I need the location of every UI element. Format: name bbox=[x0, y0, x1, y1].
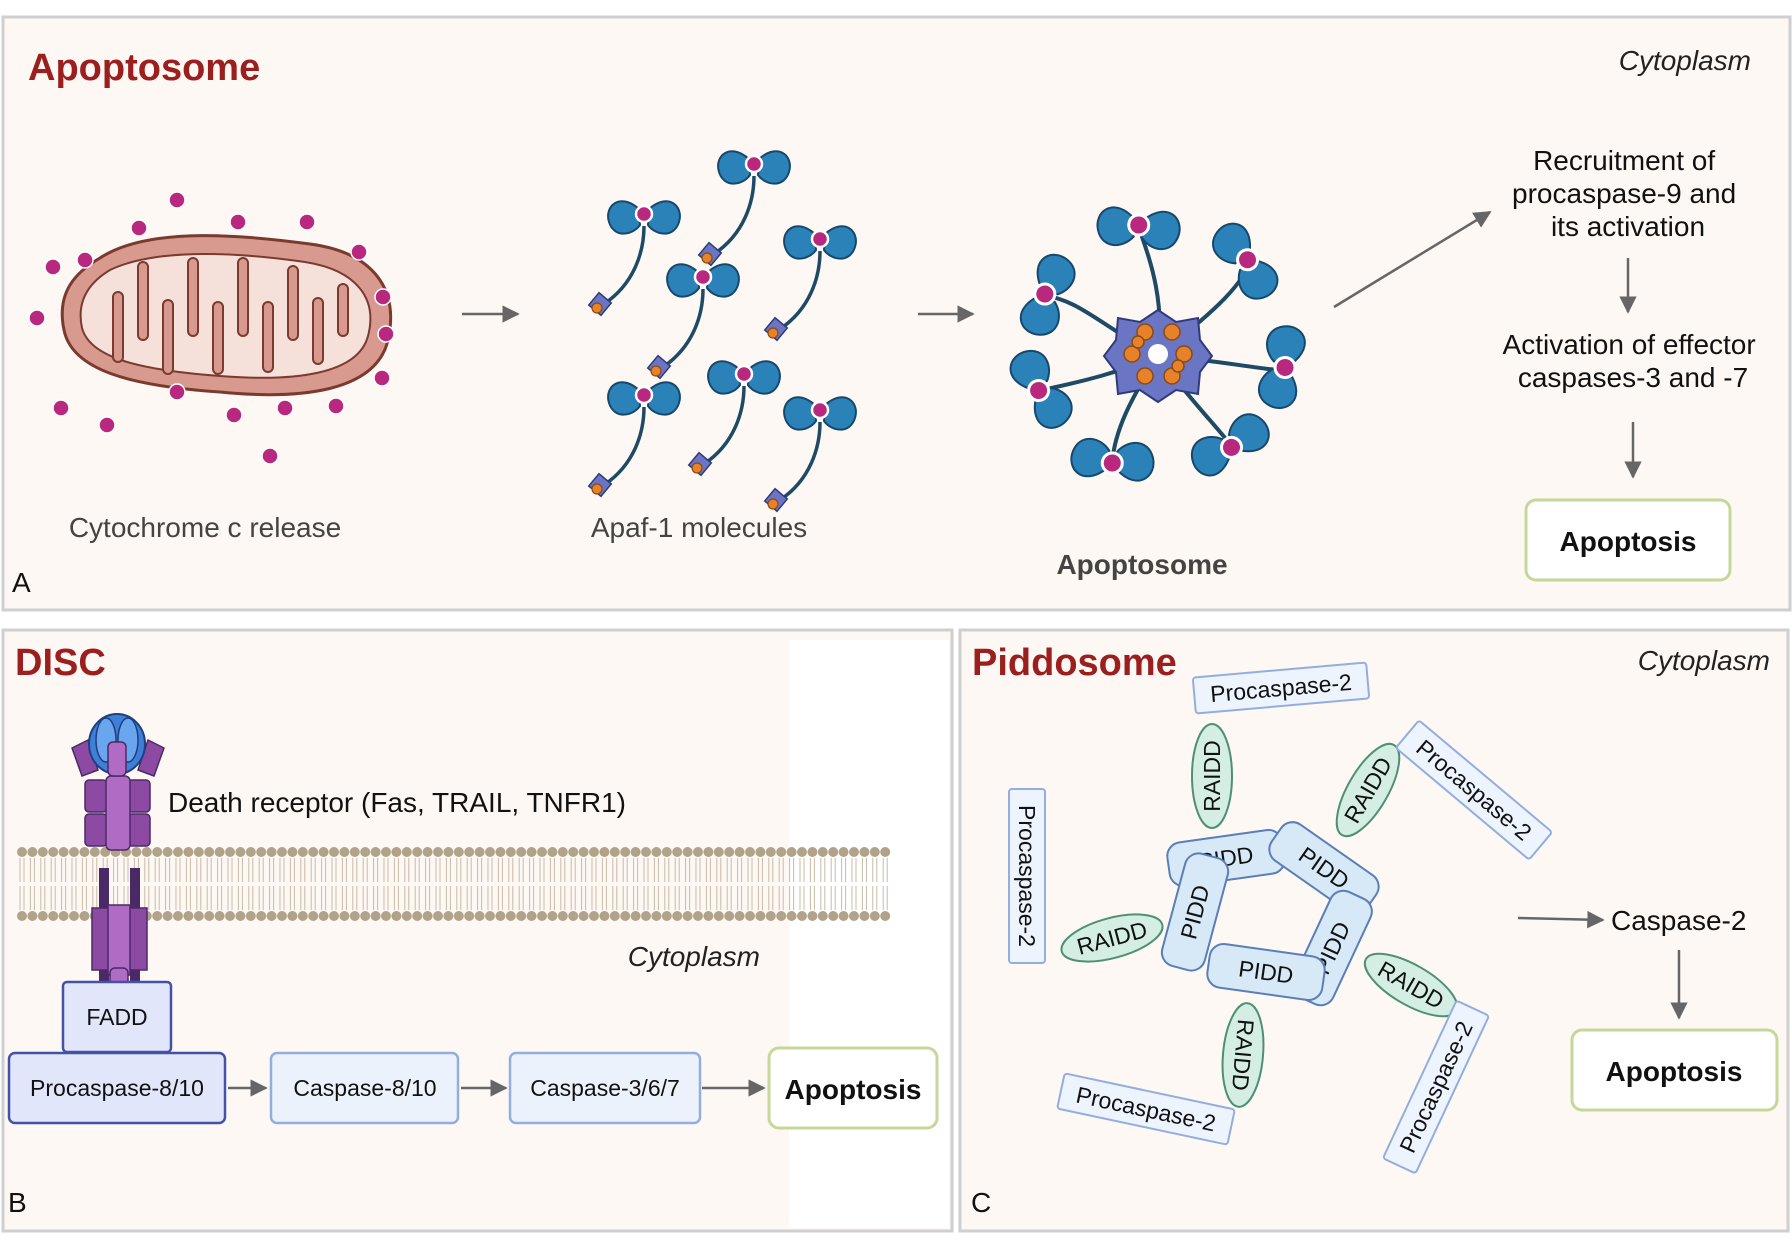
panel-c-title: Piddosome bbox=[972, 642, 1177, 684]
apoptosome-complex bbox=[1003, 204, 1309, 484]
caspase-2-label: Caspase-2 bbox=[1611, 905, 1746, 936]
procaspase-2-1: Procaspase-2 bbox=[1192, 661, 1370, 715]
pidd-core-4: PIDD bbox=[1206, 942, 1326, 1002]
panel-b-white-strip bbox=[789, 640, 949, 1228]
procaspase-8-10-box bbox=[7, 1051, 227, 1125]
step2-text: Activation of effector caspases-3 and -7 bbox=[1503, 329, 1764, 393]
procaspase-2-3: Procaspase-2 bbox=[1008, 788, 1046, 964]
apoptosis-box-c bbox=[1570, 1028, 1779, 1112]
apoptosome-label: Apoptosome bbox=[1056, 549, 1227, 580]
procaspase-8-10-label: Procaspase-8/10 bbox=[30, 1075, 204, 1101]
arrow-c1 bbox=[1517, 910, 1605, 929]
panel-c-compartment: Cytoplasm bbox=[1638, 645, 1770, 676]
step1-line-3: its activation bbox=[1551, 211, 1705, 242]
pidd-core-5: PIDD bbox=[1160, 852, 1230, 972]
step1-line-1: Recruitment of bbox=[1533, 145, 1715, 176]
caspase-8-10-box bbox=[269, 1051, 460, 1125]
panel-c-letter: C bbox=[971, 1187, 991, 1218]
apoptosis-label-c: Apoptosis bbox=[1606, 1056, 1743, 1087]
cytochrome-c-dots bbox=[28, 191, 395, 465]
step2-line-1: Activation of effector bbox=[1503, 329, 1756, 360]
panel-a-letter: A bbox=[12, 567, 31, 598]
receptor-label: Death receptor (Fas, TRAIL, TNFR1) bbox=[168, 787, 626, 818]
caspase-3-6-7-box bbox=[508, 1051, 702, 1125]
apoptosis-label-b: Apoptosis bbox=[785, 1074, 922, 1105]
apoptosis-box-b bbox=[767, 1046, 939, 1130]
raidd-5: RAIDD bbox=[1221, 1002, 1265, 1108]
step1-text: Recruitment of procaspase-9 and its acti… bbox=[1512, 145, 1744, 242]
panel-b-title: DISC bbox=[15, 642, 106, 684]
raidd-1: RAIDD bbox=[1191, 723, 1233, 829]
apoptosis-label-a: Apoptosis bbox=[1560, 526, 1697, 557]
apaf-label: Apaf-1 molecules bbox=[591, 512, 807, 543]
death-receptor-icon bbox=[71, 713, 165, 1014]
raidd-label-1: RAIDD bbox=[1199, 740, 1225, 812]
fadd-label: FADD bbox=[86, 1004, 147, 1030]
panel-a-compartment: Cytoplasm bbox=[1619, 45, 1751, 76]
procaspase-2-label-3: Procaspase-2 bbox=[1014, 805, 1040, 947]
panel-b-letter: B bbox=[8, 1187, 27, 1218]
step1-line-2: procaspase-9 and bbox=[1512, 178, 1736, 209]
arrow-a3 bbox=[1333, 210, 1492, 309]
mito-label: Cytochrome c release bbox=[69, 512, 341, 543]
caspase-8-10-label: Caspase-8/10 bbox=[293, 1075, 436, 1101]
panel-a: Apoptosome Cytoplasm A bbox=[1, 15, 1792, 612]
panel-b-compartment: Cytoplasm bbox=[628, 941, 760, 972]
raidd-label-5: RAIDD bbox=[1227, 1018, 1259, 1092]
apoptosis-box-a bbox=[1524, 498, 1732, 582]
panel-b: DISC B Death receptor (Fas, bbox=[1, 628, 954, 1233]
caspase-3-6-7-label: Caspase-3/6/7 bbox=[530, 1075, 680, 1101]
mitochondrion-icon bbox=[60, 234, 393, 397]
panel-a-title: Apoptosome bbox=[28, 47, 260, 89]
panel-c: Piddosome Cytoplasm C PIDD PIDD PIDD PID… bbox=[958, 628, 1790, 1233]
step2-line-2: caspases-3 and -7 bbox=[1518, 362, 1748, 393]
